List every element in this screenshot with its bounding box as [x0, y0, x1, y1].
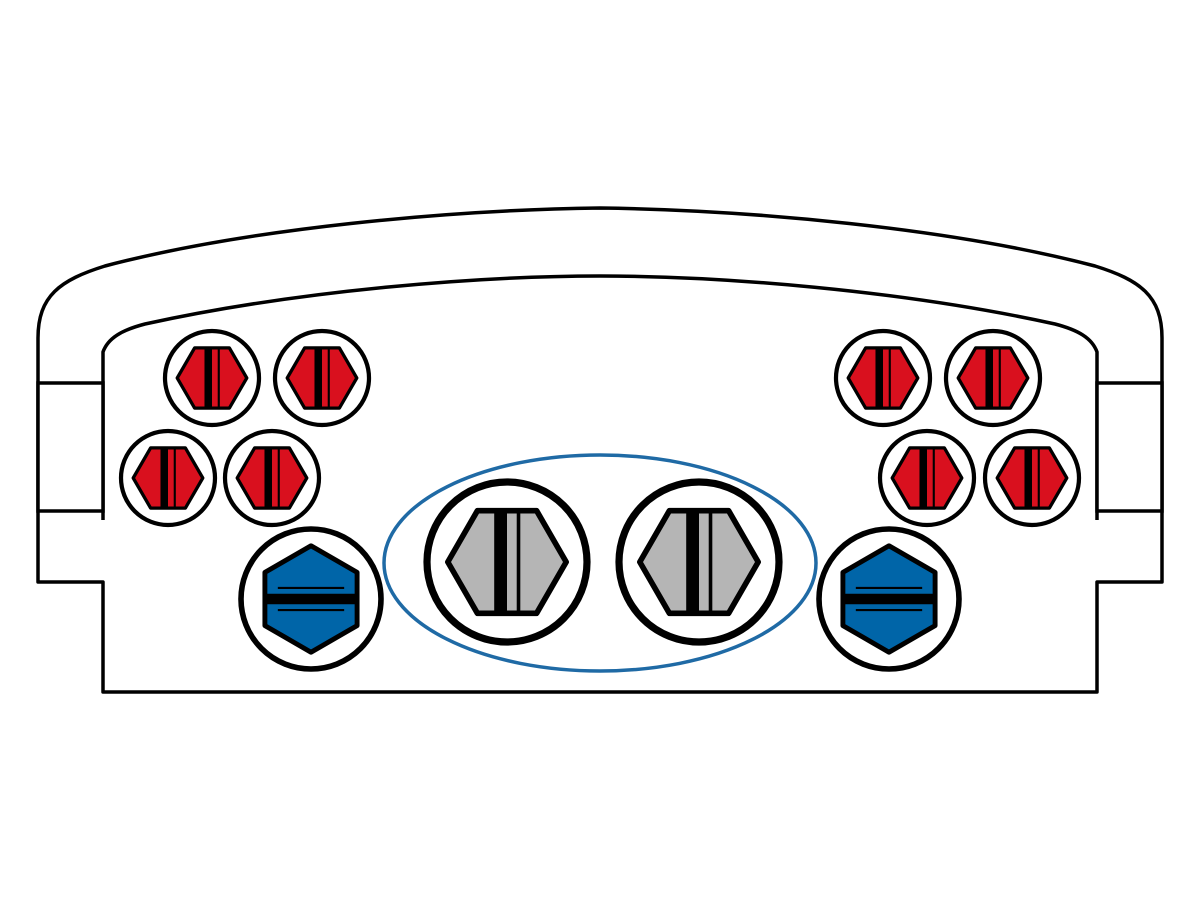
small-port-left-2-bar: [314, 347, 322, 409]
large-port-left: [423, 478, 591, 646]
small-port-right-1: [833, 328, 933, 428]
small-port-right-4-bar: [1024, 447, 1032, 509]
enclosure-inner-panel: [101, 274, 1099, 520]
small-port-right-1-bar: [875, 347, 883, 409]
small-port-left-1-bar: [204, 347, 212, 409]
small-port-left-4-bar: [264, 447, 272, 509]
center-port-group-ring: [382, 453, 818, 673]
side-port-left: [238, 526, 384, 672]
small-port-left-1: [162, 328, 262, 428]
left-hinge-tab: [36, 381, 105, 513]
large-port-right: [615, 478, 783, 646]
large-port-right-bar: [686, 510, 699, 614]
small-port-left-2: [272, 328, 372, 428]
small-port-right-2-bar: [985, 347, 993, 409]
small-port-right-3: [877, 428, 977, 528]
large-port-left-bar: [494, 510, 507, 614]
side-port-right: [816, 526, 962, 672]
small-port-left-3-bar: [160, 447, 168, 509]
port-layer: [118, 328, 1082, 672]
side-port-left-bar: [264, 593, 358, 605]
small-port-right-4: [982, 428, 1082, 528]
small-port-right-3-bar: [919, 447, 927, 509]
small-port-right-2: [943, 328, 1043, 428]
right-hinge-tab: [1095, 381, 1164, 513]
side-port-right-bar: [842, 593, 936, 605]
small-port-left-3: [118, 428, 218, 528]
small-port-left-4: [222, 428, 322, 528]
